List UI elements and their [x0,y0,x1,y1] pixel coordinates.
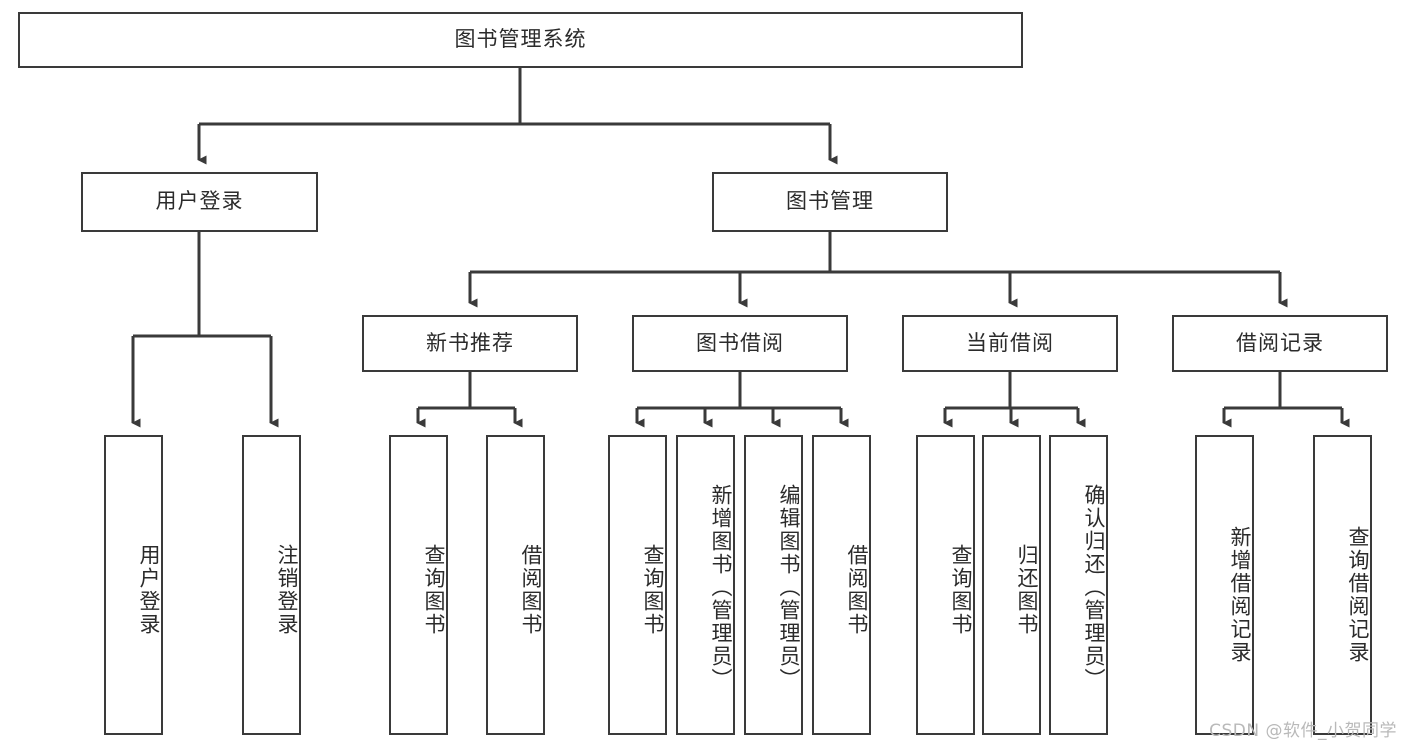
node-leaf-logout-login[interactable]: 注销登录 [242,435,301,735]
node-leaf-add-record[interactable]: 新增借阅记录 [1195,435,1254,735]
node-label: 查询图书 [949,544,973,636]
node-label: 确认归还（管理员） [1082,483,1106,691]
node-label: 新增图书（管理员） [709,483,733,691]
node-leaf-user-login[interactable]: 用户登录 [104,435,163,735]
node-leaf-add-book[interactable]: 新增图书（管理员） [676,435,735,735]
node-label: 图书管理系统 [454,27,587,52]
node-leaf-query-book-1[interactable]: 查询图书 [389,435,448,735]
node-label: 新增借阅记录 [1228,526,1252,664]
node-current-borrow[interactable]: 当前借阅 [902,315,1118,372]
node-label: 查询借阅记录 [1346,526,1370,664]
node-label: 用户登录 [155,189,244,214]
node-label: 借阅图书 [845,544,869,636]
node-label: 借阅记录 [1236,330,1324,355]
node-label: 查询图书 [641,544,665,636]
node-label: 归还图书 [1015,544,1039,636]
node-leaf-borrow-book-1[interactable]: 借阅图书 [486,435,545,735]
node-leaf-query-record[interactable]: 查询借阅记录 [1313,435,1372,735]
node-leaf-query-book-3[interactable]: 查询图书 [916,435,975,735]
node-book-management[interactable]: 图书管理 [712,172,948,232]
node-leaf-borrow-book-2[interactable]: 借阅图书 [812,435,871,735]
node-label: 图书管理 [786,189,874,214]
csdn-watermark: CSDN @软件_小贺同学 [1209,721,1397,741]
node-new-book-recommend[interactable]: 新书推荐 [362,315,578,372]
node-leaf-return-book[interactable]: 归还图书 [982,435,1041,735]
node-label: 查询图书 [422,544,446,636]
node-leaf-edit-book[interactable]: 编辑图书（管理员） [744,435,803,735]
node-book-management-system[interactable]: 图书管理系统 [18,12,1023,68]
node-label: 注销登录 [275,544,299,636]
node-label: 编辑图书（管理员） [777,483,801,691]
node-leaf-query-book-2[interactable]: 查询图书 [608,435,667,735]
node-label: 用户登录 [137,544,161,636]
node-label: 图书借阅 [696,330,784,355]
node-leaf-confirm-return[interactable]: 确认归还（管理员） [1049,435,1108,735]
node-user-login[interactable]: 用户登录 [81,172,318,232]
node-book-borrow[interactable]: 图书借阅 [632,315,848,372]
node-label: 新书推荐 [426,330,514,355]
node-label: 当前借阅 [966,330,1054,355]
node-label: 借阅图书 [519,544,543,636]
node-borrow-record[interactable]: 借阅记录 [1172,315,1388,372]
